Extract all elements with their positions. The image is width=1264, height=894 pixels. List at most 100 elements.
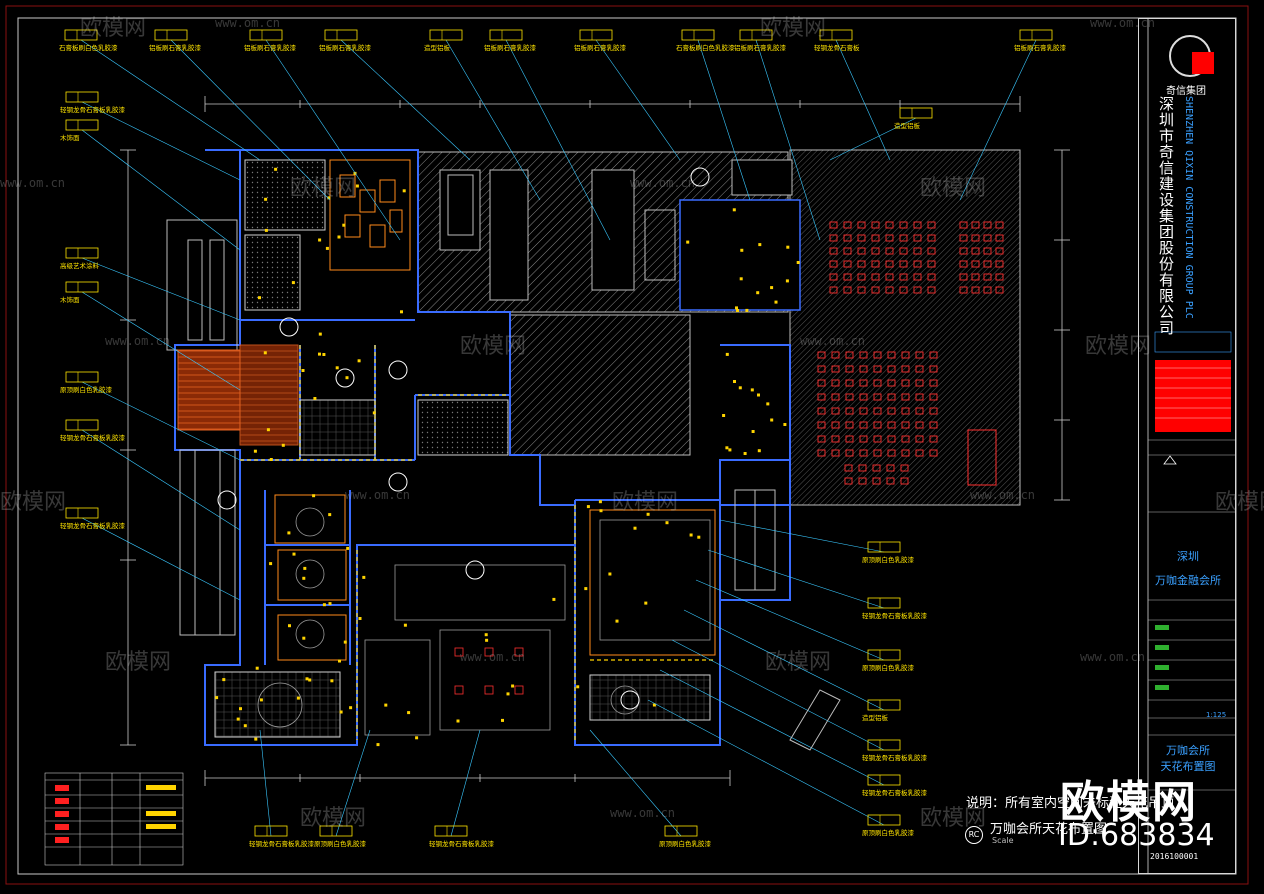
light-fixture [239, 707, 242, 711]
chair [983, 273, 992, 281]
light-fixture [322, 603, 326, 607]
chair [927, 221, 936, 229]
chair [873, 379, 882, 387]
chair [843, 247, 852, 255]
tag-box [429, 29, 463, 41]
tag-box [867, 814, 901, 826]
drawing-title-line1: 万咖会所 [1166, 744, 1210, 757]
project-city: 深圳 [1177, 550, 1199, 563]
annotation-tag: 造型铝板 [894, 107, 933, 130]
titleblock-graphics [1147, 18, 1236, 874]
chair [929, 407, 938, 415]
light-fixture [358, 617, 362, 620]
light-fixture [511, 684, 515, 688]
light-fixture [215, 696, 219, 700]
leader-line [707, 549, 885, 609]
light-fixture [288, 624, 291, 628]
leader-line [755, 39, 821, 241]
chair [843, 260, 852, 268]
chair [959, 260, 968, 268]
chair [995, 247, 1004, 255]
chair [913, 273, 922, 281]
light-fixture [407, 711, 411, 715]
annotation-tag: 轻钢龙骨石膏板乳胶漆 [60, 91, 126, 114]
light-fixture [783, 423, 787, 426]
light-fixture [308, 678, 312, 682]
annotation-tag: 铝板刷石膏乳胶漆 [1014, 29, 1067, 52]
leader-line [829, 117, 917, 161]
light-fixture [686, 240, 690, 244]
chair [971, 260, 980, 268]
light-fixture [745, 308, 749, 312]
tag-label: 原顶刷白色乳胶漆 [862, 555, 915, 564]
watermark-url: www.om.cn [1080, 650, 1146, 664]
tag-box [681, 29, 715, 41]
chair [887, 365, 896, 373]
chair [817, 421, 826, 429]
chair [995, 273, 1004, 281]
chair [887, 393, 896, 401]
chair [885, 221, 894, 229]
chair [899, 273, 908, 281]
annotation-tag: 高级艺术涂料 [60, 247, 100, 270]
watermark: 欧模网 [105, 650, 172, 675]
chair [995, 234, 1004, 242]
annotation-tag: 轻钢龙骨石膏板乳胶漆 [60, 507, 126, 530]
chair [843, 221, 852, 229]
chair [983, 286, 992, 294]
chair [929, 421, 938, 429]
drawing-title-line2: 天花布置图 [1160, 760, 1216, 773]
chair [901, 407, 910, 415]
light-fixture [400, 310, 403, 314]
light-fixture [355, 184, 359, 188]
light-fixture [615, 619, 619, 623]
light-fixture [302, 636, 306, 640]
chair [915, 393, 924, 401]
light-fixture [376, 743, 380, 747]
tag-box [867, 774, 901, 786]
chair [959, 247, 968, 255]
chair [885, 234, 894, 242]
light-fixture [697, 535, 701, 539]
light-fixture [259, 698, 263, 702]
tag-label: 高级艺术涂料 [60, 261, 100, 270]
chair [843, 286, 852, 294]
chair [845, 351, 854, 359]
leader-line [671, 639, 885, 751]
light-fixture [353, 171, 357, 175]
annotation-tag: 轻钢龙骨石膏板乳胶漆 [429, 825, 495, 848]
tag-box [65, 281, 99, 293]
chair [831, 351, 840, 359]
light-fixture [722, 414, 726, 417]
section-markers [217, 167, 710, 710]
tag-label: 原顶刷白色乳胶漆 [862, 828, 915, 837]
light-fixture [584, 587, 588, 591]
light-fixture [346, 546, 350, 550]
chair [859, 421, 868, 429]
chair [831, 365, 840, 373]
tag-label: 轻钢龙骨石膏板乳胶漆 [862, 788, 928, 797]
chair [915, 435, 924, 443]
scale-value: 1:125 [1206, 711, 1227, 719]
conference-chairs [454, 221, 1004, 695]
chair [929, 365, 938, 373]
chair [514, 685, 524, 695]
leader-line [695, 579, 885, 661]
chair [971, 247, 980, 255]
chair [959, 273, 968, 281]
annotation-tag: 木饰面 [60, 119, 99, 142]
chair [817, 379, 826, 387]
light-fixture [757, 393, 760, 397]
chair [927, 234, 936, 242]
chair [983, 234, 992, 242]
watermark: 欧模网 [80, 16, 147, 41]
light-fixture [725, 446, 729, 450]
chair [845, 365, 854, 373]
light-fixture [608, 572, 612, 576]
light-fixture [485, 638, 489, 642]
chair [901, 365, 910, 373]
chair [871, 286, 880, 294]
leader-line [340, 39, 471, 161]
light-fixture [599, 509, 603, 513]
leader-line [80, 39, 261, 161]
